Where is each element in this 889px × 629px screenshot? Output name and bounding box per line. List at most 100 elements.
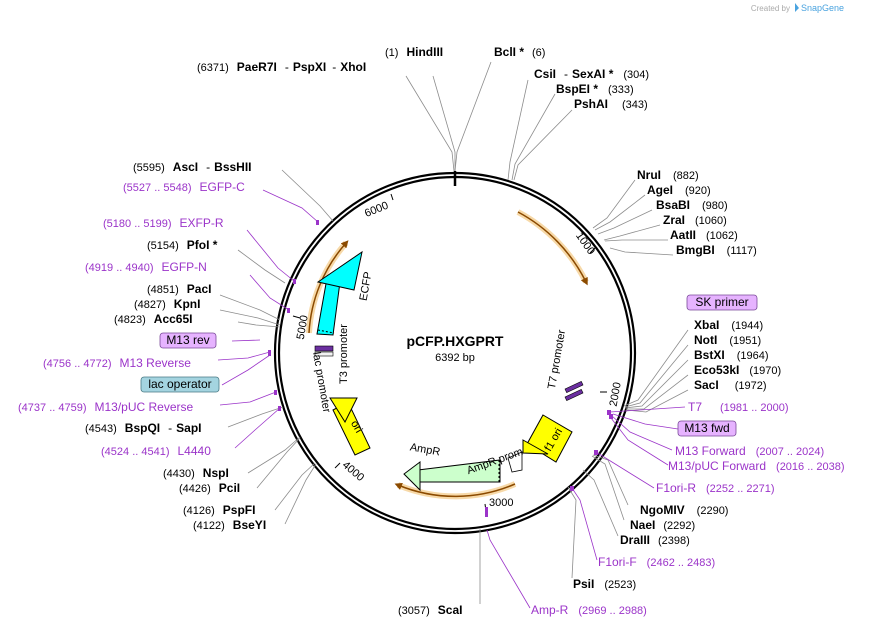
primer-m13-puc-forward-label[interactable]: M13/pUC Forward(2016 .. 2038) xyxy=(668,459,845,473)
site-bmgbi-label[interactable]: BmgBI(1117) xyxy=(676,243,757,257)
site-zrai-label[interactable]: ZraI(1060) xyxy=(663,213,727,227)
site-pspfi-label[interactable]: (4126)PspFI xyxy=(183,503,255,517)
primer-m13-puc-reverse-range: (4737 .. 4759) xyxy=(18,402,87,414)
site-nrui-label[interactable]: NruI(882) xyxy=(637,168,699,182)
tick-label-6000: 6000 xyxy=(363,200,390,220)
f1-ori-feature-arrowhead[interactable] xyxy=(522,439,549,455)
primer-egfp-n-label[interactable]: (4919 .. 4940)EGFP-N xyxy=(85,260,207,274)
site-pfoi-label[interactable]: (5154)PfoI * xyxy=(147,238,218,252)
site-bsabi-pos: (980) xyxy=(702,200,728,212)
lead-zrai xyxy=(603,224,661,241)
lead-xbai xyxy=(623,329,689,407)
site-asci-name: AscI xyxy=(173,160,198,174)
site-aatii-label[interactable]: AatII(1062) xyxy=(670,228,738,242)
site-paer7i-pos: (6371) xyxy=(197,62,229,74)
site-xbai-label[interactable]: XbaI(1944) xyxy=(694,318,763,332)
primer-exfp-r-label[interactable]: (5180 .. 5199)EXFP-R xyxy=(103,216,224,230)
primer-m13-forward-range: (2007 .. 2024) xyxy=(756,446,825,458)
boxed-labels: M13 rev lac operator SK primer M13 fwd xyxy=(140,294,758,437)
site-psii-label[interactable]: PsiI(2523) xyxy=(573,577,636,591)
site-csii-label[interactable]: CsiI-SexAI *(304) xyxy=(534,67,649,81)
primer-t7-label[interactable]: T7(1981 .. 2000) xyxy=(688,400,789,414)
site-pcii-label[interactable]: (4426)PciI xyxy=(179,481,240,495)
site-bstxi-label[interactable]: BstXI(1964) xyxy=(694,348,768,362)
site-ngomiv-label[interactable]: NgoMIV(2290) xyxy=(640,503,728,517)
site-asci-label[interactable]: (5595)AscI-BssHII xyxy=(133,160,252,174)
site-pshai-label[interactable]: PshAI(343) xyxy=(574,97,648,111)
lead-bseyi xyxy=(284,463,317,525)
site-pcii-name: PciI xyxy=(219,481,240,495)
primer-m13-forward-label[interactable]: M13 Forward(2007 .. 2024) xyxy=(675,444,824,458)
site-noti-label[interactable]: NotI(1951) xyxy=(694,333,761,347)
ecfp-feature-arrowhead[interactable] xyxy=(316,250,363,291)
primer-marks xyxy=(268,220,613,517)
site-eco53ki-label[interactable]: Eco53kI(1970) xyxy=(694,363,781,377)
site-psii-name: PsiI xyxy=(573,577,594,591)
tick-4000 xyxy=(334,462,341,469)
ampr-promoter-feature[interactable] xyxy=(507,451,523,473)
site-naei-label[interactable]: NaeI(2292) xyxy=(630,518,695,532)
site-saci-label[interactable]: SacI(1972) xyxy=(694,378,766,392)
lead-amp-r xyxy=(486,529,531,609)
primer-f1ori-r-label[interactable]: F1ori-R(2252 .. 2271) xyxy=(656,481,775,495)
primer-f1ori-r-range: (2252 .. 2271) xyxy=(706,483,775,495)
ori-label: ori xyxy=(348,418,365,435)
m13-fwd-box[interactable] xyxy=(677,420,737,437)
site-kpni-label[interactable]: (4827)KpnI xyxy=(134,297,200,311)
primer-f1ori-f-name: F1ori-F xyxy=(598,555,637,569)
site-bspqi-label[interactable]: (4543)BspQI-SapI xyxy=(85,421,201,435)
lead-pspfi xyxy=(274,462,316,511)
site-draiii-label[interactable]: DraIII(2398) xyxy=(620,533,690,547)
lac-operator-box[interactable] xyxy=(140,376,220,393)
site-acc65i-label[interactable]: (4823) Acc65I xyxy=(114,312,193,326)
site-bstxi-pos: (1964) xyxy=(737,350,769,362)
site-acc65i-name: Acc65I xyxy=(154,312,193,326)
site-bspqi-name: BspQI xyxy=(125,421,160,435)
primer-l4440-label[interactable]: (4524 .. 4541)L4440 xyxy=(101,444,211,458)
site-nspi-label[interactable]: (4430)NspI xyxy=(163,466,229,480)
primer-exfp-r-range: (5180 .. 5199) xyxy=(103,218,172,230)
site-acc65i-pos: (4823) xyxy=(114,314,146,326)
site-draiii-name: DraIII xyxy=(620,533,650,547)
ori-feature-arrowhead[interactable] xyxy=(329,397,358,424)
site-bspei-name: BspEI * xyxy=(556,82,598,96)
site-hindiii-label[interactable]: (1)HindIII xyxy=(385,45,443,59)
primer-m13-reverse-name: M13 Reverse xyxy=(120,356,192,370)
lead-egfp-c xyxy=(262,189,319,223)
lead-nspi xyxy=(247,436,301,474)
site-agei-label[interactable]: AgeI(920) xyxy=(647,183,711,197)
lead-egfp-n xyxy=(249,274,290,311)
primer-amp-r-label[interactable]: Amp-R(2969 .. 2988) xyxy=(531,603,647,617)
orf-arc-2 xyxy=(308,240,349,334)
mark-t7 xyxy=(607,410,611,415)
sk-primer-box[interactable] xyxy=(686,294,758,311)
site-bcli-name: BclI * xyxy=(494,45,524,59)
tick-1000 xyxy=(589,247,596,254)
site-bspei-label[interactable]: BspEI *(333) xyxy=(556,82,634,96)
snapgene-logo-icon xyxy=(795,3,799,12)
m13-rev-box[interactable] xyxy=(159,332,217,349)
site-paer7i-label[interactable]: (6371)PaeR7I-PspXI-XhoI xyxy=(197,60,366,74)
mark-amp-r xyxy=(485,507,488,517)
site-leader-lines xyxy=(219,61,689,604)
m13-rev-text: M13 rev xyxy=(166,333,209,347)
lead-ngomiv xyxy=(592,454,629,506)
site-bsabi-label[interactable]: BsaBI(980) xyxy=(656,198,728,212)
primer-egfp-c-label[interactable]: (5527 .. 5548)EGFP-C xyxy=(123,180,245,194)
lead-draiii xyxy=(582,469,619,537)
site-bseyi-label[interactable]: (4122)BseYI xyxy=(193,518,266,532)
ampr-feature-arrowhead[interactable] xyxy=(403,461,421,492)
mark-f1ori-r xyxy=(594,450,598,455)
primer-f1ori-f-label[interactable]: F1ori-F(2462 .. 2483) xyxy=(598,555,715,569)
site-scai-label[interactable]: (3057)ScaI xyxy=(398,603,462,617)
lead-m13-rev xyxy=(231,339,261,342)
lead-hindiii xyxy=(432,75,456,171)
lead-m13-reverse xyxy=(217,351,271,361)
primer-egfp-n-range: (4919 .. 4940) xyxy=(85,262,154,274)
primer-m13-reverse-label[interactable]: (4756 .. 4772)M13 Reverse xyxy=(43,356,191,370)
site-paci-label[interactable]: (4851)PacI xyxy=(147,282,211,296)
lead-nrui xyxy=(592,179,636,229)
lead-agei xyxy=(594,194,646,231)
primer-m13-puc-reverse-label[interactable]: (4737 .. 4759)M13/pUC Reverse xyxy=(18,400,194,414)
site-bcli-label[interactable]: BclI *(6) xyxy=(494,45,545,59)
